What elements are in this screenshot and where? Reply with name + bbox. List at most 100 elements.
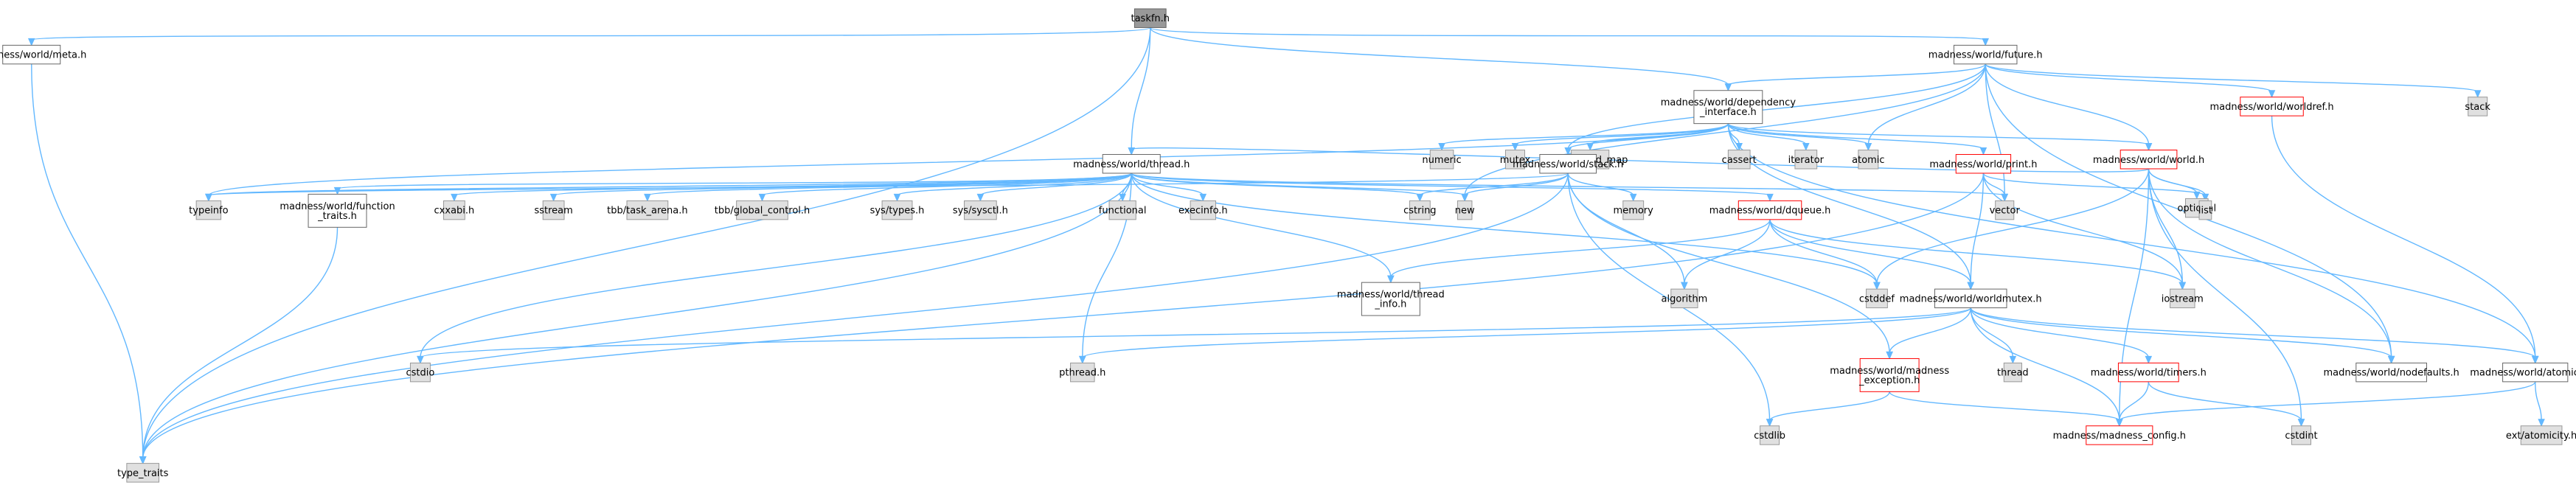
node-funtraits[interactable]: madness/world/function_traits.h: [280, 193, 395, 228]
node-label: madness/world/function: [280, 201, 395, 212]
node-box: [126, 463, 160, 483]
node-algorithm[interactable]: algorithm: [1662, 288, 1708, 309]
node-atomicint[interactable]: madness/world/atomicint.h: [2470, 362, 2576, 383]
node-cstring[interactable]: cstring: [1403, 200, 1437, 220]
node-label: cstdio: [406, 368, 435, 379]
edge-madexc-to-cstdlib: [1766, 391, 1890, 427]
node-madconfig[interactable]: madness/madness_config.h: [2053, 425, 2186, 445]
edge-wstack-to-cstring: [1416, 172, 1569, 202]
node-dqueue[interactable]: madness/world/dqueue.h: [1709, 200, 1831, 220]
edge-thread-to-sys_types: [893, 172, 1132, 202]
node-worldref[interactable]: madness/world/worldref.h: [2209, 97, 2334, 116]
node-box: [1670, 288, 1698, 309]
node-taskfn[interactable]: taskfn.h: [1131, 8, 1170, 28]
node-iterator[interactable]: iterator: [1788, 150, 1825, 170]
node-thread[interactable]: madness/world/thread.h: [1073, 154, 1190, 174]
node-madexc[interactable]: madness/world/madness_exception.h: [1830, 358, 1949, 392]
node-worldmutex[interactable]: madness/world/worldmutex.h: [1900, 288, 2042, 309]
edge-world-to-madconfig: [2116, 168, 2150, 427]
node-tbb_arena[interactable]: tbb/task_arena.h: [607, 200, 688, 220]
node-cstdlib[interactable]: cstdlib: [1754, 425, 1785, 445]
node-new[interactable]: new: [1455, 200, 1475, 220]
node-box: [1859, 358, 1920, 392]
node-label: cstdint: [2285, 430, 2317, 442]
edge-future-to-dependency: [1724, 63, 1986, 91]
edge-print-to-type_traits: [139, 172, 1985, 464]
node-cassert[interactable]: cassert: [1722, 150, 1757, 170]
node-sys_types[interactable]: sys/types.h: [870, 200, 925, 220]
node-sys_sysctl[interactable]: sys/sysctl.h: [953, 200, 1008, 220]
node-box: [1622, 200, 1645, 220]
node-nodefaults[interactable]: madness/world/nodefaults.h: [2323, 362, 2459, 383]
node-cstdio[interactable]: cstdio: [406, 362, 435, 383]
node-dependency[interactable]: madness/world/dependency_interface.h: [1661, 90, 1796, 125]
node-memory[interactable]: memory: [1614, 200, 1654, 220]
node-wstack[interactable]: madness/world/stack.h: [1513, 154, 1623, 174]
node-print[interactable]: madness/world/print.h: [1929, 154, 2037, 174]
node-meta[interactable]: madness/world/meta.h: [0, 44, 86, 65]
node-list[interactable]: list: [2198, 200, 2212, 220]
node-box: [2520, 425, 2563, 445]
edge-world-to-iostream: [2148, 168, 2187, 290]
node-timers[interactable]: madness/world/timers.h: [2091, 362, 2207, 383]
node-pthread[interactable]: pthread.h: [1059, 362, 1105, 383]
node-label: madness/world/nodefaults.h: [2323, 368, 2459, 379]
edge-thread-to-sys_sysctl: [976, 172, 1132, 202]
node-iostream[interactable]: iostream: [2162, 288, 2204, 309]
node-extatomicity[interactable]: ext/atomicity.h: [2506, 425, 2576, 445]
node-box: [881, 200, 913, 220]
node-world[interactable]: madness/world/world.h: [2093, 150, 2204, 170]
node-label: list: [2198, 206, 2212, 217]
node-thread_std[interactable]: thread: [1997, 362, 2029, 383]
node-threadinfo[interactable]: madness/world/thread_info.h: [1337, 282, 1445, 316]
node-box: [1760, 425, 1780, 445]
edge-worldmutex-to-timers: [1970, 307, 2153, 364]
node-mutex[interactable]: mutex: [1500, 150, 1531, 170]
node-label: madness/world/worldmutex.h: [1900, 293, 2042, 304]
edge-dqueue-to-worldmutex: [1769, 219, 1975, 290]
node-label: ext/atomicity.h: [2506, 430, 2576, 442]
edge-thread-to-cstddef: [1131, 172, 1881, 290]
edge-dependency-to-atomic: [1727, 123, 1872, 151]
node-functional[interactable]: functional: [1099, 200, 1147, 220]
node-label: sstream: [534, 206, 572, 217]
edge-worldmutex-to-cstdio: [417, 307, 1971, 364]
node-vector[interactable]: vector: [1990, 200, 2021, 220]
node-label: madness/world/atomicint.h: [2470, 368, 2576, 379]
node-cstdint[interactable]: cstdint: [2285, 425, 2318, 445]
node-box: [542, 200, 565, 220]
node-label: _exception.h: [1858, 375, 1920, 386]
node-execinfo[interactable]: execinfo.h: [1178, 200, 1228, 220]
node-cstddef[interactable]: cstddef: [1859, 288, 1895, 309]
node-label: cstddef: [1859, 293, 1895, 304]
node-sstream[interactable]: sstream: [534, 200, 573, 220]
edge-future-to-new: [1461, 63, 1986, 202]
node-typeinfo[interactable]: typeinfo: [189, 200, 229, 220]
node-label: vector: [1990, 206, 2021, 217]
node-stack[interactable]: stack: [2465, 97, 2490, 116]
node-label: _interface.h: [1699, 107, 1757, 118]
node-box: [2291, 425, 2311, 445]
node-numeric[interactable]: numeric: [1422, 150, 1462, 170]
edge-madexc-to-madconfig: [1889, 391, 2123, 427]
node-tbb_gc[interactable]: tbb/global_control.h: [715, 200, 810, 220]
node-label: type_traits: [117, 468, 169, 479]
node-label: madness/world/timers.h: [2091, 368, 2207, 379]
node-label: madness/world/print.h: [1929, 159, 2037, 170]
edge-dqueue-to-iostream: [1769, 219, 2187, 290]
node-cxxabi[interactable]: cxxabi.h: [434, 200, 475, 220]
node-box: [409, 362, 431, 383]
node-type_traits[interactable]: type_traits: [117, 463, 169, 483]
node-atomic[interactable]: atomic: [1852, 150, 1885, 170]
node-box: [2468, 97, 2488, 116]
edge-taskfn-to-thread: [1128, 27, 1151, 156]
node-box: [1858, 150, 1879, 170]
node-box: [626, 200, 669, 220]
edge-worldmutex-to-thread_std: [1970, 307, 2017, 364]
edge-taskfn-to-dependency: [1150, 27, 1732, 91]
node-box: [2120, 150, 2178, 170]
edge-world-to-thread: [1128, 147, 2150, 172]
edge-dqueue-to-cstddef: [1769, 219, 1881, 290]
edge-taskfn-to-type_traits: [139, 27, 1151, 464]
node-future[interactable]: madness/world/future.h: [1928, 44, 2043, 65]
